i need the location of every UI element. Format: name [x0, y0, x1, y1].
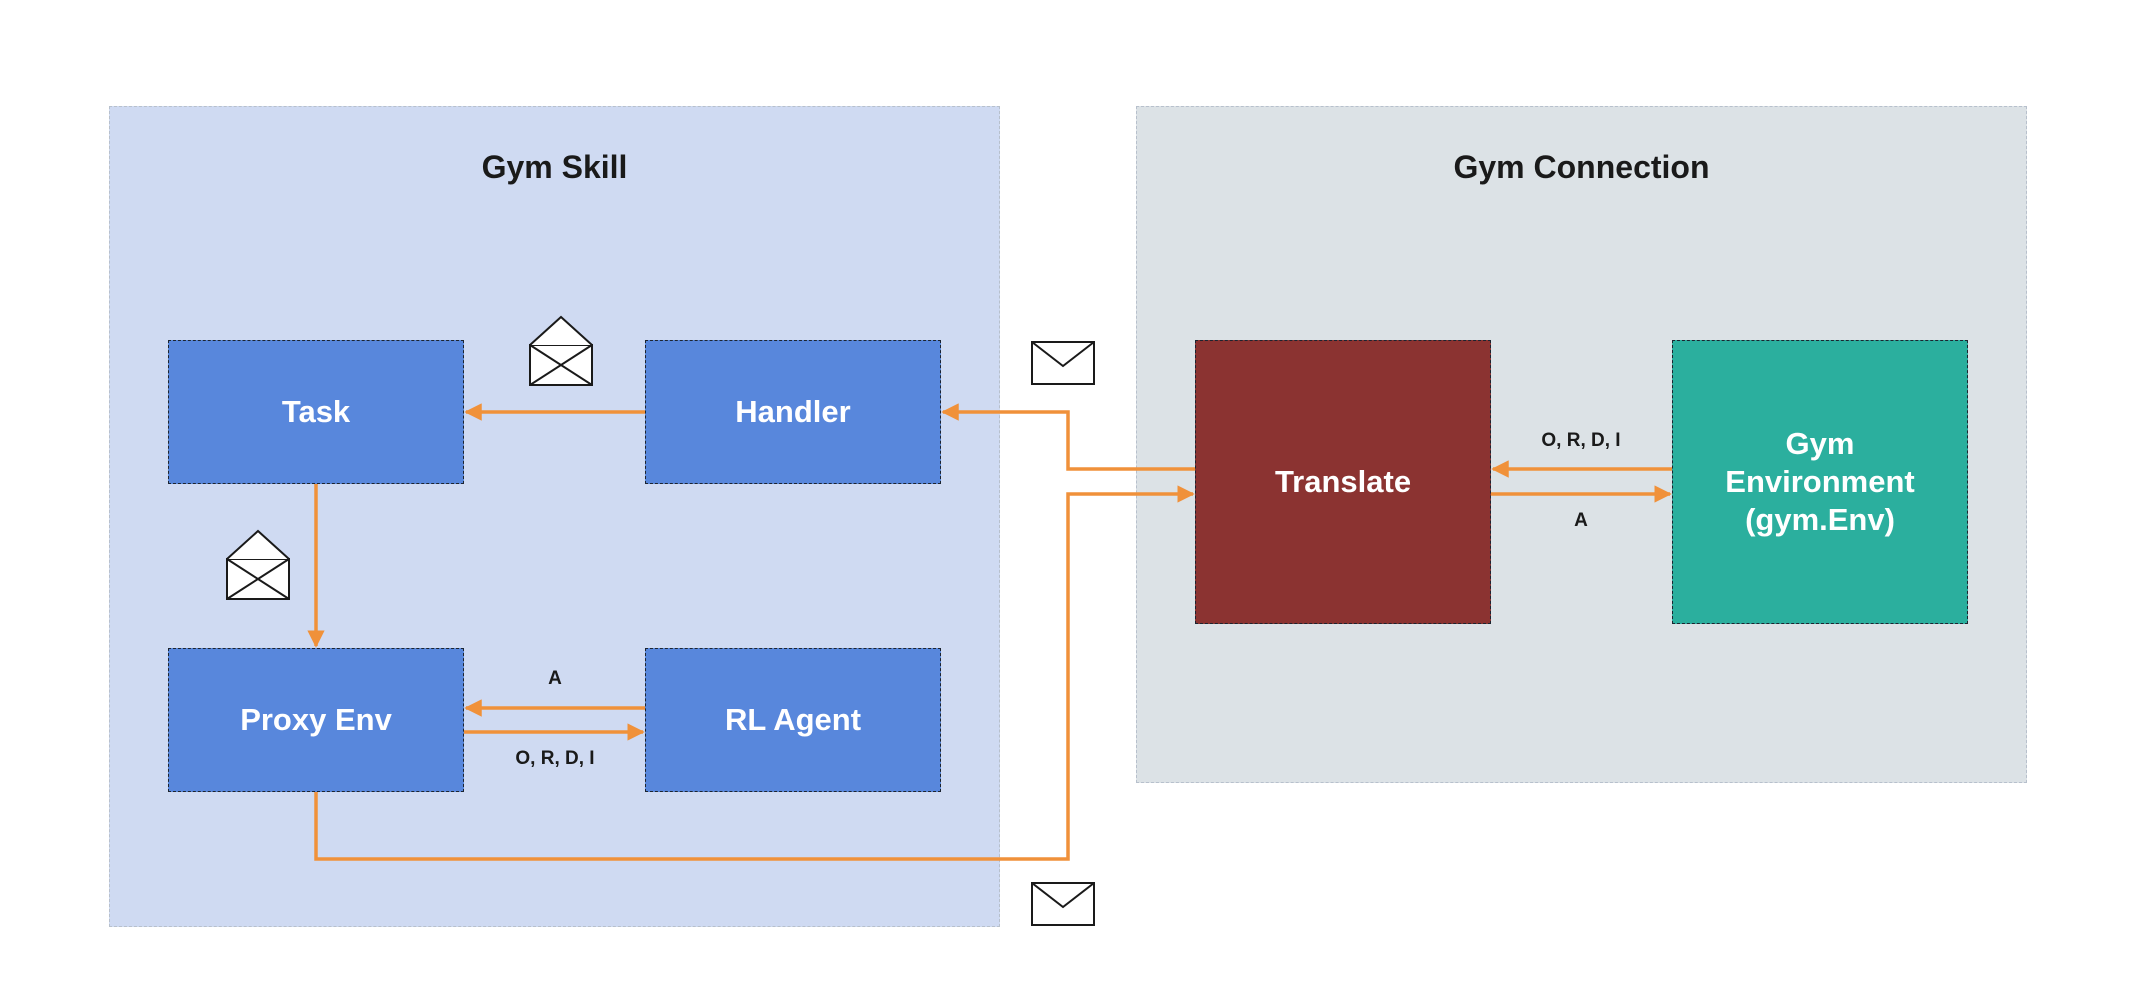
task-node: Task	[168, 340, 464, 484]
edge-label-agent-to-proxy: A	[548, 668, 562, 689]
gym-skill-title: Gym Skill	[481, 149, 628, 185]
proxy-env-to-translate-arrow	[314, 485, 1195, 861]
edge-label-proxy-to-agent: O, R, D, I	[515, 748, 595, 769]
translate-to-handler-arrow	[941, 403, 1195, 471]
gym-environment-node: Gym Environment (gym.Env)	[1672, 340, 1968, 624]
rl-agent-node: RL Agent	[645, 648, 941, 792]
handler-node: Handler	[645, 340, 941, 484]
proxy-env-node: Proxy Env	[168, 648, 464, 792]
edge-label-translate-to-gym: A	[1574, 510, 1588, 531]
envelope-closed-icon	[1031, 882, 1095, 926]
envelope-open-icon	[529, 315, 593, 386]
envelope-open-icon	[226, 529, 290, 600]
envelope-closed-icon	[1031, 341, 1095, 385]
translate-node: Translate	[1195, 340, 1491, 624]
edge-label-gym-to-translate: O, R, D, I	[1541, 430, 1621, 451]
gym-connection-title: Gym Connection	[1453, 149, 1710, 185]
